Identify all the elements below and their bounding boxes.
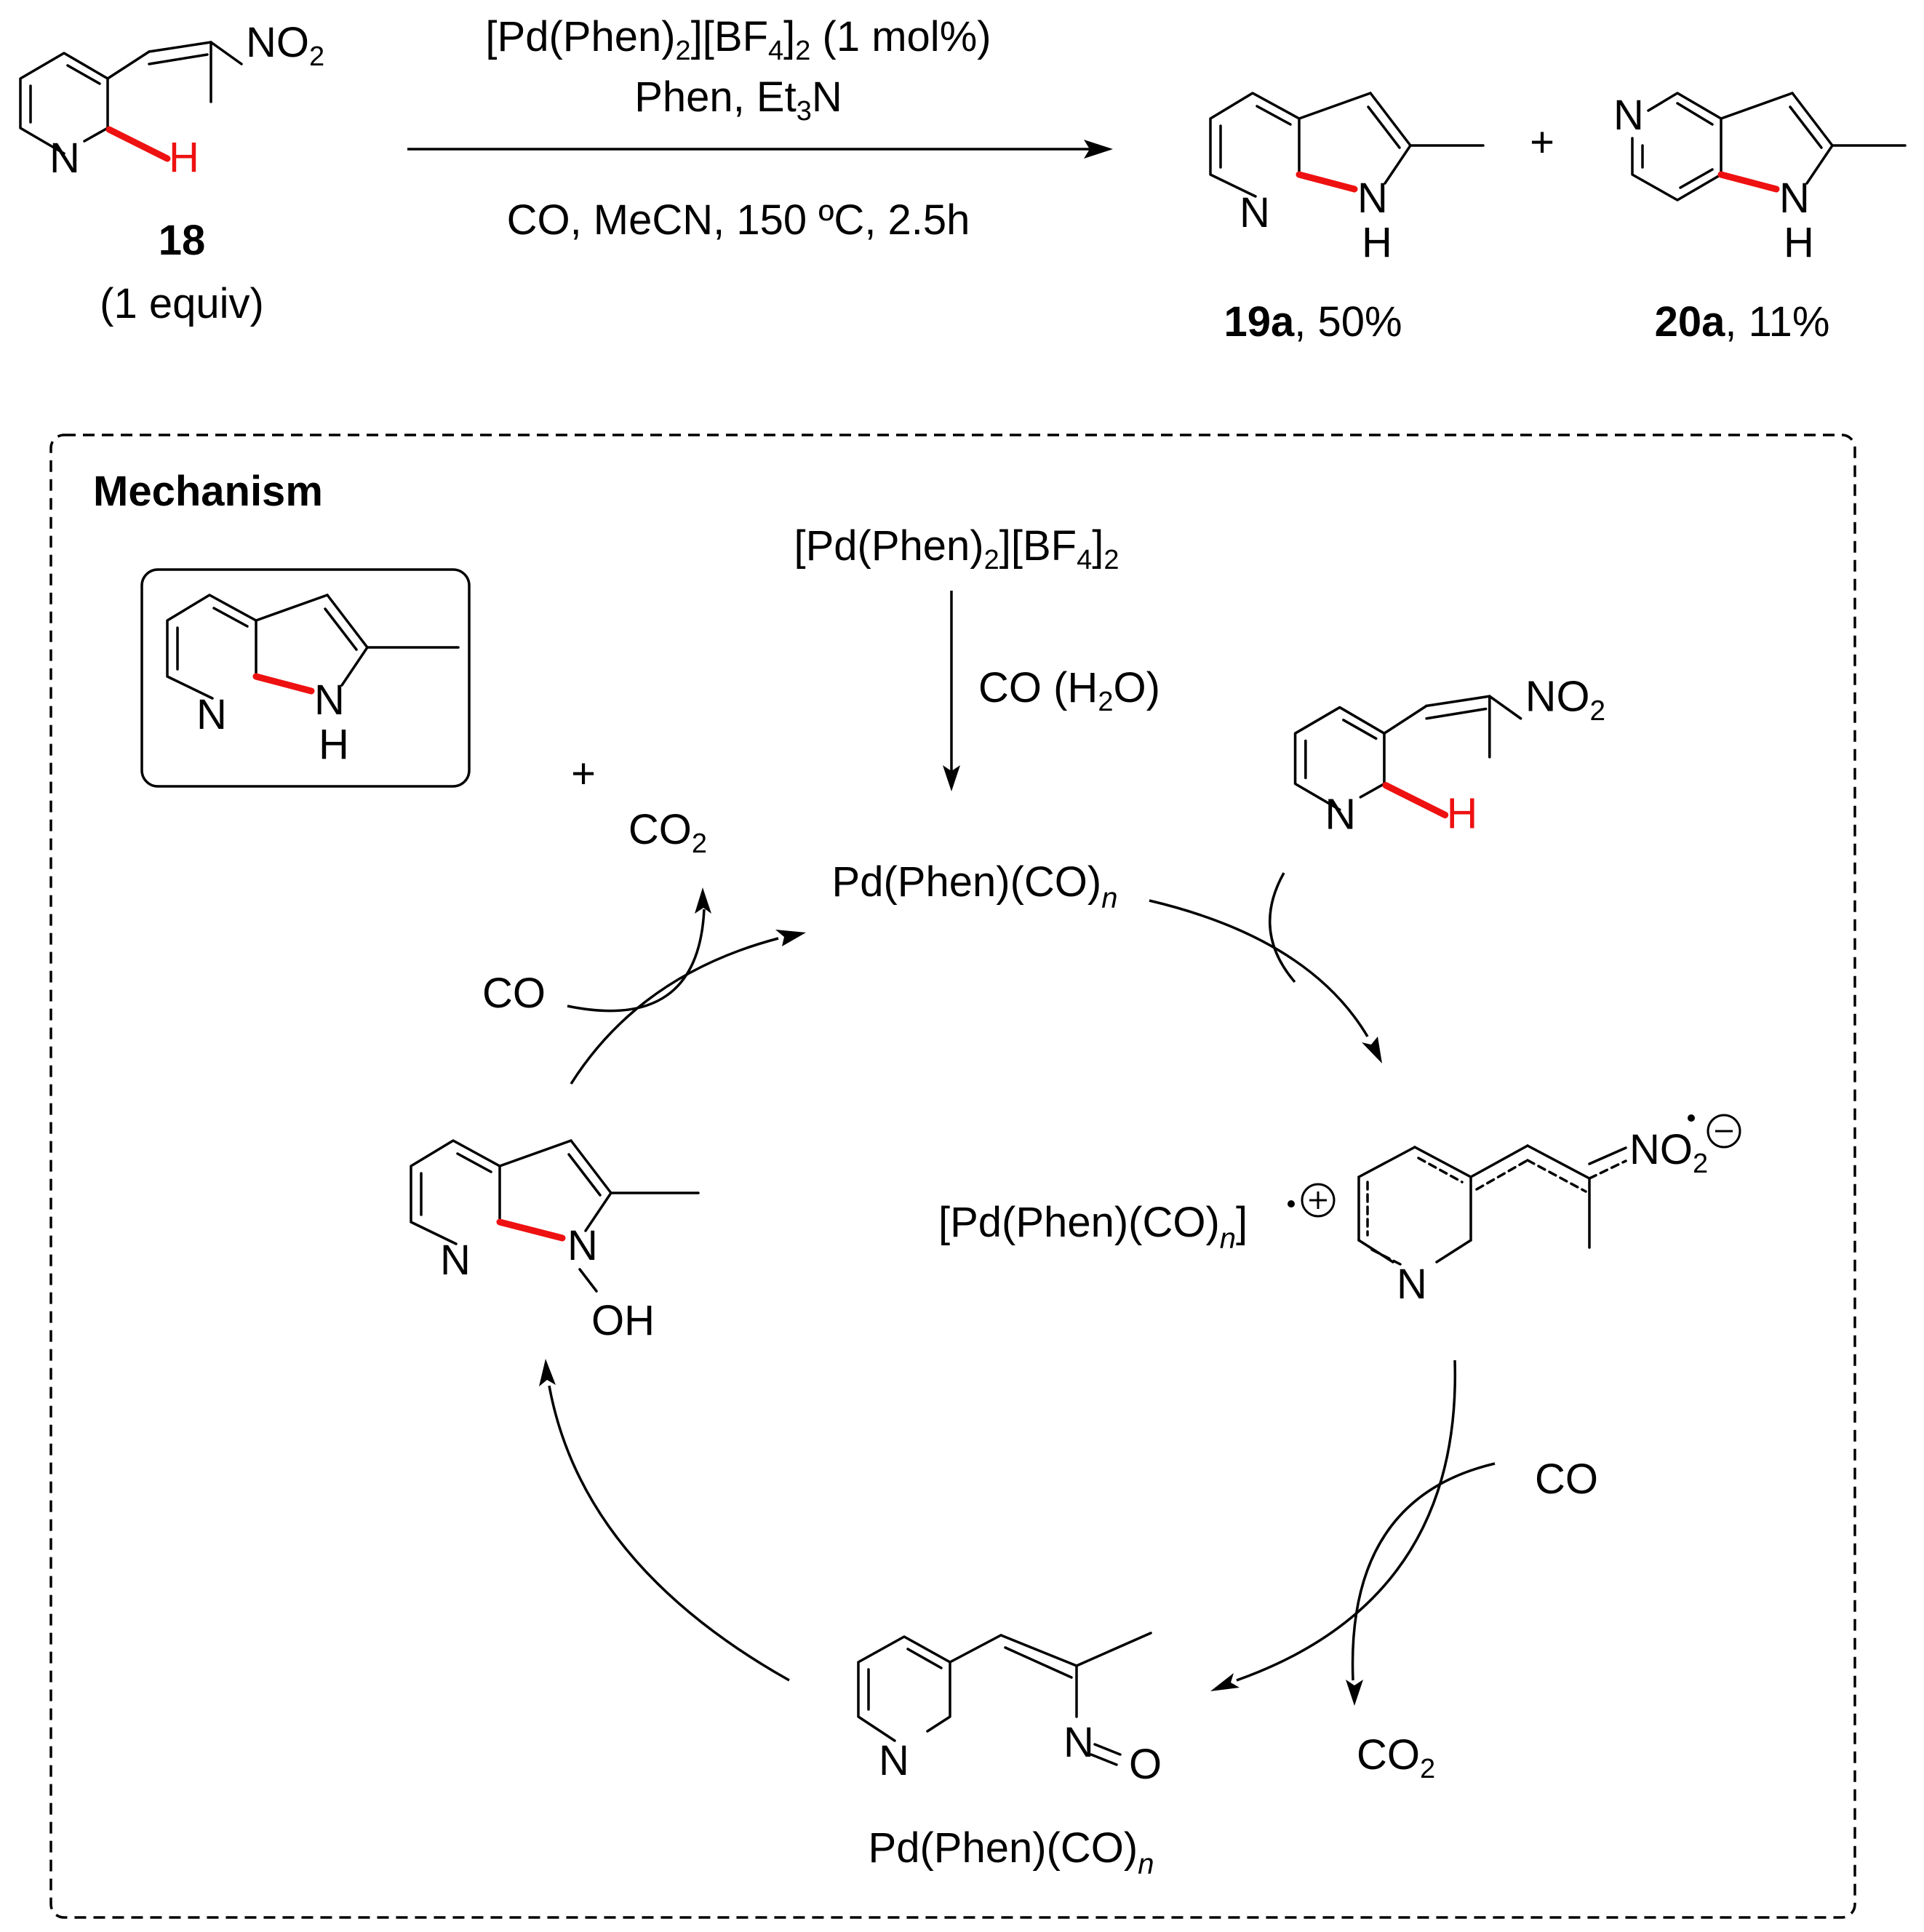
product-20a-structure: N N H — [1613, 92, 1907, 266]
radical-anion-structure: N NO2 — [1357, 1114, 1741, 1308]
atom-N-label: N — [1613, 92, 1644, 139]
mechanism-title: Mechanism — [93, 468, 323, 515]
nitroso-O-label: O — [1129, 1741, 1162, 1788]
reaction-conditions: CO, MeCN, 150 ºC, 2.5h — [507, 196, 970, 244]
nitroso-N-label: N — [1063, 1719, 1094, 1766]
product-highlight-box — [140, 568, 471, 788]
reagent-line-2: Phen, Et3N — [634, 73, 842, 127]
substrate-entry-arrow — [1268, 872, 1296, 983]
substrate-18-structure: N H NO2 — [19, 19, 324, 182]
co-in-co2-out-arrow-left — [567, 909, 706, 1013]
cycle-arrow-electron-transfer — [1149, 899, 1369, 1037]
cycle-substrate-structure: N H NO2 — [1293, 672, 1605, 839]
product-19a-caption: 19a, 50% — [1224, 298, 1402, 346]
cation-charge-icon — [1301, 1183, 1336, 1218]
hydroxyl-label: OH — [591, 1297, 655, 1344]
atom-N-label: N — [1240, 189, 1270, 236]
atom-H-label: H — [1784, 219, 1814, 266]
nitro-label: NO2 — [246, 19, 324, 72]
atom-H-label: H — [319, 721, 349, 768]
co2-released-left: CO2 — [628, 806, 707, 859]
radical-dot — [1288, 1200, 1295, 1208]
atom-N-hydroxy-label: N — [567, 1222, 598, 1269]
anion-charge-icon — [1707, 1114, 1741, 1149]
atom-NH-label: N — [1779, 175, 1810, 222]
cycle-arrow-reduction — [570, 937, 779, 1085]
cycle-arrowhead-cyclization — [539, 1359, 556, 1386]
radical-dot — [1688, 1114, 1695, 1122]
reaction-arrowhead — [1084, 140, 1113, 159]
product-19a-structure: N N H — [1209, 92, 1485, 266]
cycle-arrow-cyclization — [548, 1385, 790, 1682]
radical-cation-label: [Pd(Phen)(CO)n] — [938, 1199, 1248, 1255]
co-reagent-right: CO — [1535, 1456, 1598, 1503]
nitro-label: NO2 — [1525, 672, 1605, 727]
activation-label: CO (H2O) — [978, 664, 1160, 717]
product-20a-caption: 20a, 11% — [1655, 298, 1830, 346]
substrate-amount: (1 equiv) — [100, 280, 264, 327]
boxed-product-structure: N N H — [166, 594, 460, 768]
atom-N-label: N — [879, 1737, 909, 1784]
nitroso-complex-structure: N N O — [857, 1632, 1162, 1788]
atom-N-label: N — [49, 135, 80, 182]
atom-N-label: N — [196, 691, 227, 738]
atom-H-label: H — [1362, 219, 1392, 266]
atom-H-label: H — [169, 134, 199, 181]
substrate-id: 18 — [159, 217, 206, 264]
cycle-arrowhead-electron-transfer — [1362, 1037, 1382, 1063]
cycle-arrowhead-reduction — [775, 930, 806, 946]
precatalyst-label: [Pd(Phen)2][BF4]2 — [794, 522, 1119, 575]
atom-N-label: N — [1325, 790, 1356, 839]
mechanism-frame — [49, 434, 1856, 1919]
atom-H-label: H — [1447, 789, 1478, 838]
active-catalyst-label: Pd(Phen)(CO)n — [832, 858, 1118, 914]
nitro-radical-label: NO2 — [1629, 1126, 1708, 1179]
cycle-arrowhead-deoxygenation — [1210, 1673, 1240, 1691]
atom-N-label: N — [440, 1237, 471, 1284]
atom-N-label: N — [1397, 1261, 1427, 1308]
co-in-co2-out-arrow-right — [1351, 1462, 1496, 1681]
atom-NH-label: N — [1357, 175, 1388, 222]
co-reagent-left: CO — [482, 970, 546, 1017]
mechanism-plus: + — [571, 750, 596, 797]
activation-arrowhead — [943, 765, 960, 791]
atom-NH-label: N — [314, 676, 345, 724]
cycle-arrow-deoxygenation — [1236, 1360, 1457, 1682]
n-hydroxy-azaindole-structure: N N OH — [410, 1139, 700, 1344]
nitroso-complex-label: Pd(Phen)(CO)n — [869, 1824, 1154, 1880]
co2-released-right: CO2 — [1357, 1731, 1435, 1784]
co2-out-arrowhead-left — [695, 887, 711, 914]
reagent-line-1: [Pd(Phen)2][BF4]2 (1 mol%) — [485, 13, 991, 66]
co2-out-arrowhead-right — [1346, 1680, 1363, 1706]
plus-sign: + — [1530, 119, 1554, 166]
